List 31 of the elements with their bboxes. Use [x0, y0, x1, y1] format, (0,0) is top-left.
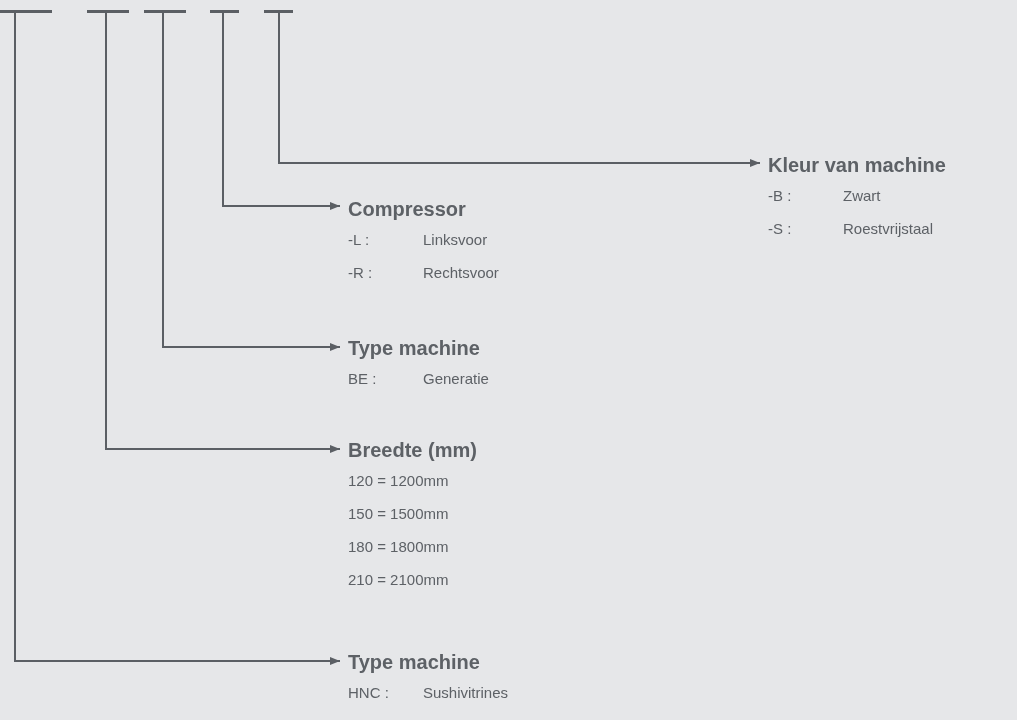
code-slot-bar — [0, 10, 52, 13]
arrow — [14, 10, 341, 665]
option-value: 150 = 1500mm — [348, 505, 449, 522]
option-code: -L : — [348, 231, 370, 248]
option-description: Roestvrijstaal — [843, 220, 934, 237]
option-description: Zwart — [843, 187, 881, 204]
option-description: Generatie — [423, 370, 489, 387]
code-slot-bar — [264, 10, 293, 13]
arrow — [105, 10, 341, 453]
arrow — [162, 10, 341, 351]
code-slot-bar — [87, 10, 129, 13]
option-value: 120 = 1200mm — [348, 472, 449, 489]
option-code: BE : — [348, 370, 377, 387]
arrow — [278, 10, 761, 167]
option-description: Sushivitrines — [423, 684, 509, 701]
section-heading: Type machine — [348, 336, 481, 361]
section-heading: Kleur van machine — [768, 153, 946, 178]
option-value: 180 = 1800mm — [348, 538, 449, 555]
code-slot-bar — [210, 10, 239, 13]
section-heading: Breedte (mm) — [348, 438, 477, 463]
option-code: HNC : — [348, 684, 389, 701]
section-heading: Type machine — [348, 650, 481, 675]
option-description: Rechtsvoor — [423, 264, 499, 281]
option-code: -R : — [348, 264, 373, 281]
option-code: -B : — [768, 187, 792, 204]
section-heading: Compressor — [348, 197, 467, 222]
code-slot-bar — [144, 10, 186, 13]
option-description: Linksvoor — [423, 231, 488, 248]
arrow — [222, 10, 341, 210]
option-value: 210 = 2100mm — [348, 571, 449, 588]
option-code: -S : — [768, 220, 792, 237]
